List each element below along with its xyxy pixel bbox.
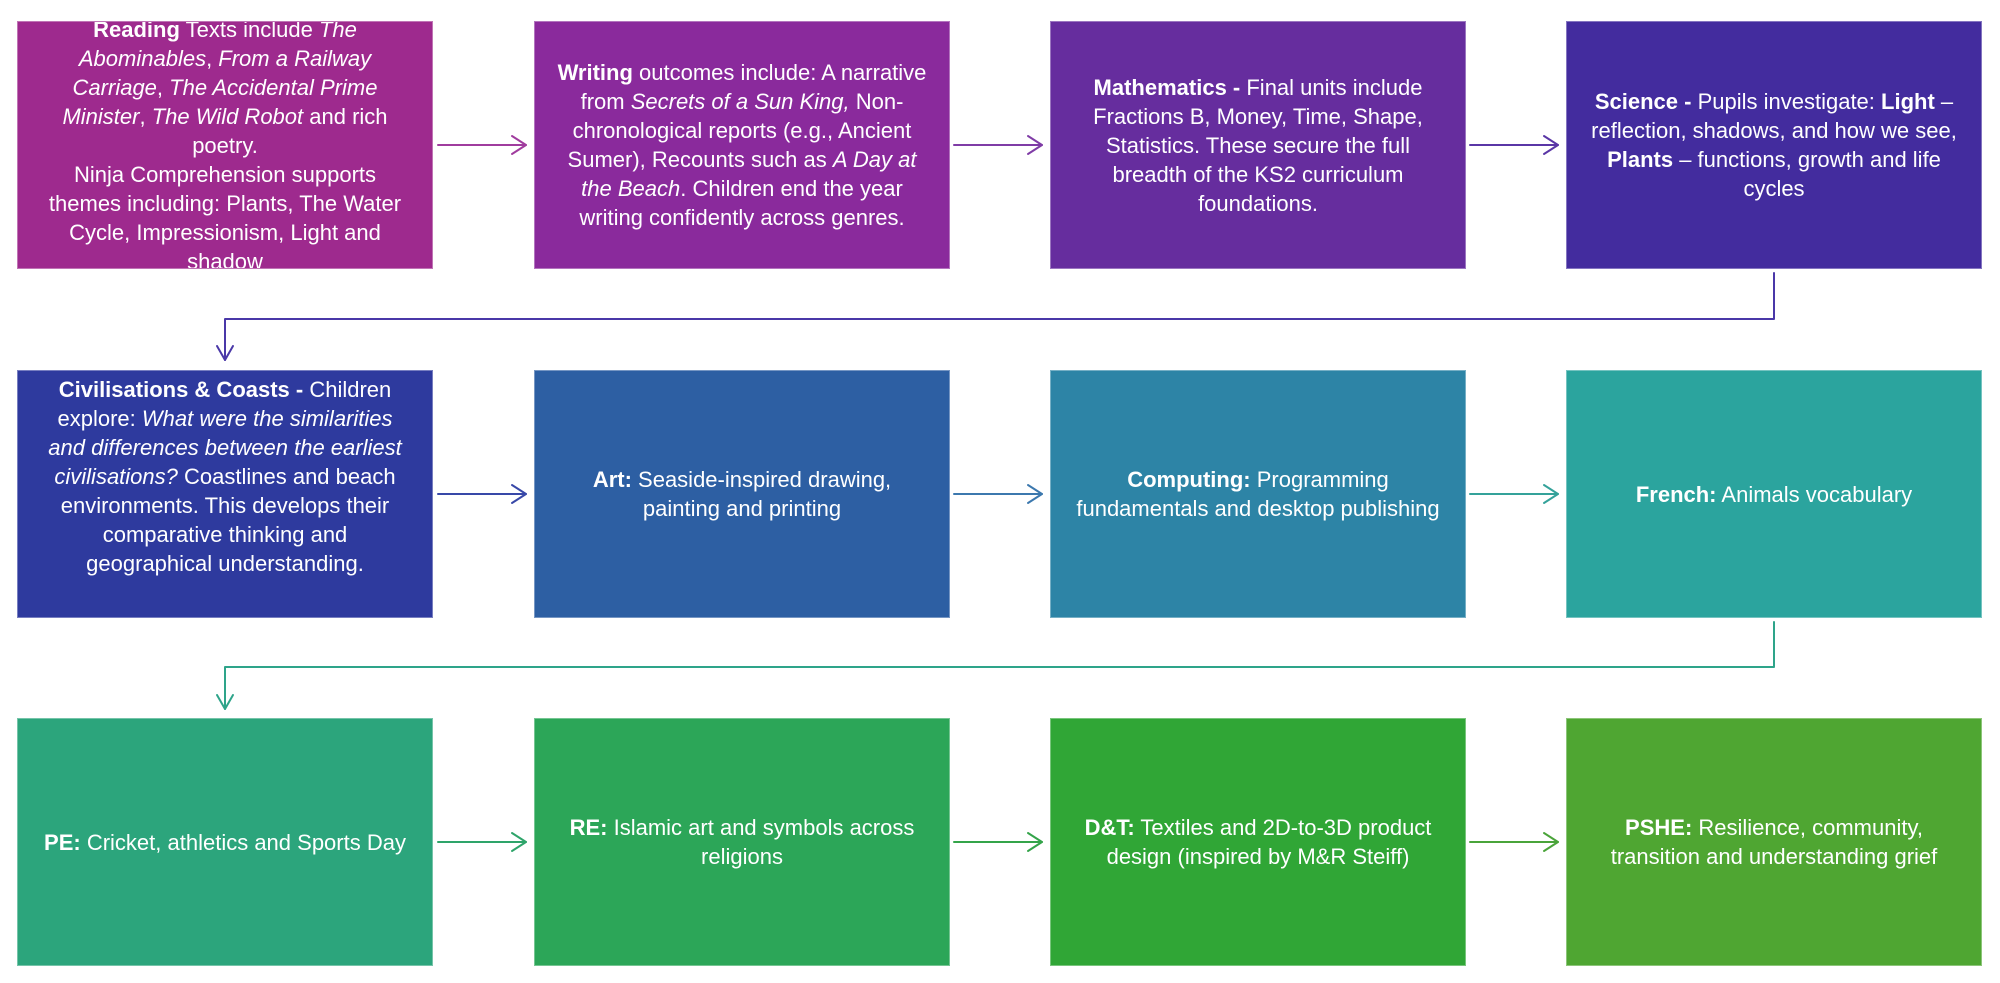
box-dt[interactable]: D&T: Textiles and 2D-to-3D product desig… bbox=[1050, 718, 1466, 966]
text-segment: What were the similarities and differenc… bbox=[48, 406, 402, 489]
text-segment: Civilisations & Coasts - bbox=[58, 377, 304, 402]
text-segment: Coastlines and beach environments. This … bbox=[60, 464, 396, 576]
text-segment: French: bbox=[1635, 481, 1717, 507]
box-computing[interactable]: Computing: Programming fundamentals and … bbox=[1050, 370, 1466, 618]
text-segment: The Abominables bbox=[78, 21, 357, 71]
text-segment: The Wild Robot bbox=[151, 103, 304, 129]
box-pshe-text: PSHE: Resilience, community, transition … bbox=[1587, 813, 1961, 871]
arrow-mathematics-to-science bbox=[1469, 135, 1559, 155]
arrow-computing-to-french bbox=[1469, 484, 1559, 504]
arrow-french-to-pe bbox=[216, 621, 1775, 710]
box-computing-text: Computing: Programming fundamentals and … bbox=[1071, 465, 1445, 523]
box-french[interactable]: French: Animals vocabulary bbox=[1566, 370, 1982, 618]
text-segment: Resilience, community, transition and un… bbox=[1610, 815, 1938, 869]
arrow-civilisations-to-art bbox=[437, 484, 527, 504]
box-re[interactable]: RE: Islamic art and symbols across relig… bbox=[534, 718, 950, 966]
box-reading-text: Reading Texts include The Abominables, F… bbox=[38, 21, 412, 269]
box-pe[interactable]: PE: Cricket, athletics and Sports Day bbox=[17, 718, 433, 966]
box-french-text: French: Animals vocabulary bbox=[1587, 480, 1961, 509]
text-segment: Secrets of a Sun King, bbox=[630, 89, 850, 114]
text-segment: Computing: bbox=[1127, 467, 1251, 492]
text-segment: and rich poetry. bbox=[192, 103, 388, 158]
text-segment: , bbox=[139, 103, 152, 129]
box-art-text: Art: Seaside-inspired drawing, painting … bbox=[555, 465, 929, 523]
box-civilisations-coasts-text: Civilisations & Coasts - Children explor… bbox=[38, 375, 412, 578]
text-segment: , bbox=[156, 74, 170, 100]
box-reading[interactable]: Reading Texts include The Abominables, F… bbox=[17, 21, 433, 269]
text-segment: A Day at the Beach bbox=[581, 147, 917, 201]
text-segment: Programming fundamentals and desktop pub… bbox=[1076, 467, 1440, 521]
arrow-writing-to-mathematics bbox=[953, 135, 1043, 155]
arrow-pe-to-re bbox=[437, 832, 527, 852]
text-segment: PSHE: bbox=[1625, 815, 1693, 840]
text-segment: Animals vocabulary bbox=[1716, 481, 1913, 507]
text-segment: Plants bbox=[1607, 147, 1674, 172]
box-re-text: RE: Islamic art and symbols across relig… bbox=[555, 813, 929, 871]
text-segment: . Children end the year writing confiden… bbox=[579, 176, 905, 230]
text-segment: Writing bbox=[557, 60, 633, 85]
arrow-re-to-dt bbox=[953, 832, 1043, 852]
text-segment: – functions, growth and life cycles bbox=[1673, 147, 1941, 201]
text-segment: Islamic art and symbols across religions bbox=[607, 815, 915, 869]
text-segment: Non-chronological reports (e.g., Ancient… bbox=[567, 89, 912, 172]
box-mathematics-text: Mathematics - Final units include Fracti… bbox=[1071, 73, 1445, 218]
text-segment: RE: bbox=[569, 815, 608, 840]
box-mathematics[interactable]: Mathematics - Final units include Fracti… bbox=[1050, 21, 1466, 269]
text-segment: Mathematics - bbox=[1093, 74, 1241, 100]
box-pe-text: PE: Cricket, athletics and Sports Day bbox=[38, 828, 412, 857]
box-dt-text: D&T: Textiles and 2D-to-3D product desig… bbox=[1071, 813, 1445, 871]
text-segment: Light bbox=[1881, 89, 1935, 114]
arrow-dt-to-pshe bbox=[1469, 832, 1559, 852]
box-science[interactable]: Science - Pupils investigate: Light – re… bbox=[1566, 21, 1982, 269]
box-writing-text: Writing outcomes include: A narrative fr… bbox=[555, 58, 929, 232]
text-segment: , bbox=[206, 45, 219, 71]
text-segment: Textiles and 2D-to-3D product design (in… bbox=[1106, 815, 1432, 869]
box-art[interactable]: Art: Seaside-inspired drawing, painting … bbox=[534, 370, 950, 618]
text-segment: Texts include bbox=[179, 21, 319, 42]
text-segment: – reflection, shadows, and how we see, bbox=[1591, 89, 1957, 143]
text-segment: Science - bbox=[1594, 89, 1692, 114]
text-segment: Cricket, athletics and Sports Day bbox=[80, 829, 406, 855]
text-segment: Art: bbox=[592, 467, 632, 492]
text-segment: PE: bbox=[44, 829, 81, 855]
text-segment: outcomes include: A narrative from bbox=[580, 60, 927, 114]
arrow-reading-to-writing bbox=[437, 135, 527, 155]
arrow-science-to-civilisations bbox=[216, 272, 1775, 361]
text-segment: Seaside-inspired drawing, painting and p… bbox=[631, 467, 892, 521]
text-segment: The Accidental Prime Minister bbox=[62, 74, 378, 129]
text-segment: Ninja Comprehension supports themes incl… bbox=[48, 161, 402, 269]
text-segment: Final units include Fractions B, Money, … bbox=[1093, 74, 1423, 216]
box-civilisations-coasts[interactable]: Civilisations & Coasts - Children explor… bbox=[17, 370, 433, 618]
arrow-art-to-computing bbox=[953, 484, 1043, 504]
text-segment: From a Railway Carriage bbox=[72, 45, 372, 100]
text-segment: D&T: bbox=[1084, 815, 1135, 840]
box-writing[interactable]: Writing outcomes include: A narrative fr… bbox=[534, 21, 950, 269]
text-segment: Pupils investigate: bbox=[1691, 89, 1882, 114]
text-segment: Children explore: bbox=[57, 377, 392, 431]
box-science-text: Science - Pupils investigate: Light – re… bbox=[1587, 87, 1961, 203]
box-pshe[interactable]: PSHE: Resilience, community, transition … bbox=[1566, 718, 1982, 966]
text-segment: Reading bbox=[93, 21, 180, 42]
